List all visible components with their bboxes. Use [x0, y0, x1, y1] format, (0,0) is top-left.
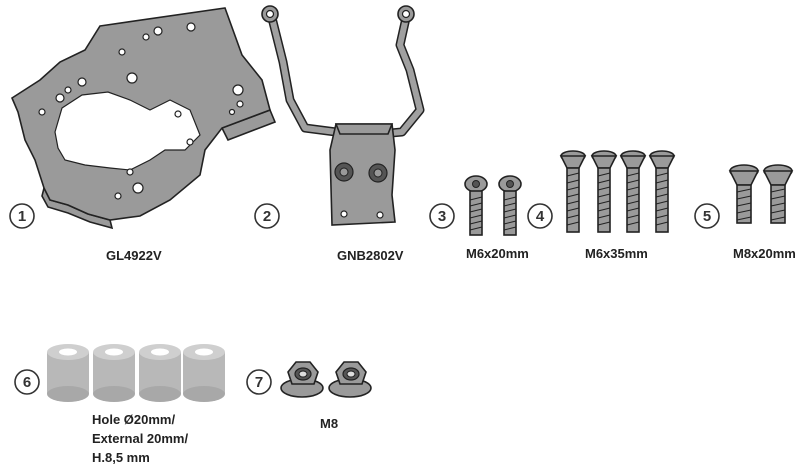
item-number-badge [246, 369, 272, 395]
item-4: 4 M6x35mm [527, 150, 676, 261]
flange-nut-icon [328, 361, 372, 398]
item-number-badge [429, 203, 455, 229]
item-number: 2 [263, 208, 271, 225]
item-2: 2 GNB2802V [254, 5, 425, 263]
button-head-screw-icon [498, 175, 522, 236]
item-number: 5 [703, 208, 711, 225]
button-head-screw-icon [464, 175, 488, 236]
mounting-plate-icon [10, 7, 277, 230]
bracket-icon [261, 5, 425, 226]
item-number: 3 [438, 208, 446, 225]
item-1: 1 GL4922V [9, 7, 277, 263]
spacer-icon [183, 344, 225, 402]
item-number: 1 [18, 208, 26, 225]
spacer-icon [47, 344, 89, 402]
flange-nut-icon [280, 361, 324, 398]
item-number-badge [14, 369, 40, 395]
item-label-line-3: H.8,5 mm [92, 450, 150, 465]
item-label-line-1: Hole Ø20mm/ [92, 412, 175, 427]
item-label: M6x35mm [585, 246, 648, 261]
spacer-icon [93, 344, 135, 402]
item-label-line-2: External 20mm/ [92, 431, 188, 446]
countersunk-screw-icon [648, 150, 676, 233]
item-label: M8x20mm [733, 246, 796, 261]
item-label: M8 [320, 416, 338, 431]
item-label: M6x20mm [466, 246, 529, 261]
item-7: 7 M8 [246, 361, 372, 431]
countersunk-screw-icon [559, 150, 587, 233]
item-number: 6 [23, 374, 31, 391]
item-number-badge [527, 203, 553, 229]
spacer-icon [139, 344, 181, 402]
item-5: 5 M8x20mm [694, 164, 796, 261]
countersunk-screw-icon [728, 164, 760, 224]
countersunk-screw-icon [619, 150, 647, 233]
countersunk-screw-icon [762, 164, 794, 224]
item-3: 3 M6x20mm [429, 175, 529, 261]
item-number-badge [254, 203, 280, 229]
item-number-badge [9, 203, 35, 229]
item-number: 4 [536, 208, 545, 225]
item-label: GL4922V [106, 248, 162, 263]
countersunk-screw-icon [590, 150, 618, 233]
item-label: GNB2802V [337, 248, 404, 263]
item-number: 7 [255, 374, 263, 391]
item-6: 6 Hole Ø20mm/ External 20mm/ H.8,5 mm [14, 344, 225, 465]
item-number-badge [694, 203, 720, 229]
